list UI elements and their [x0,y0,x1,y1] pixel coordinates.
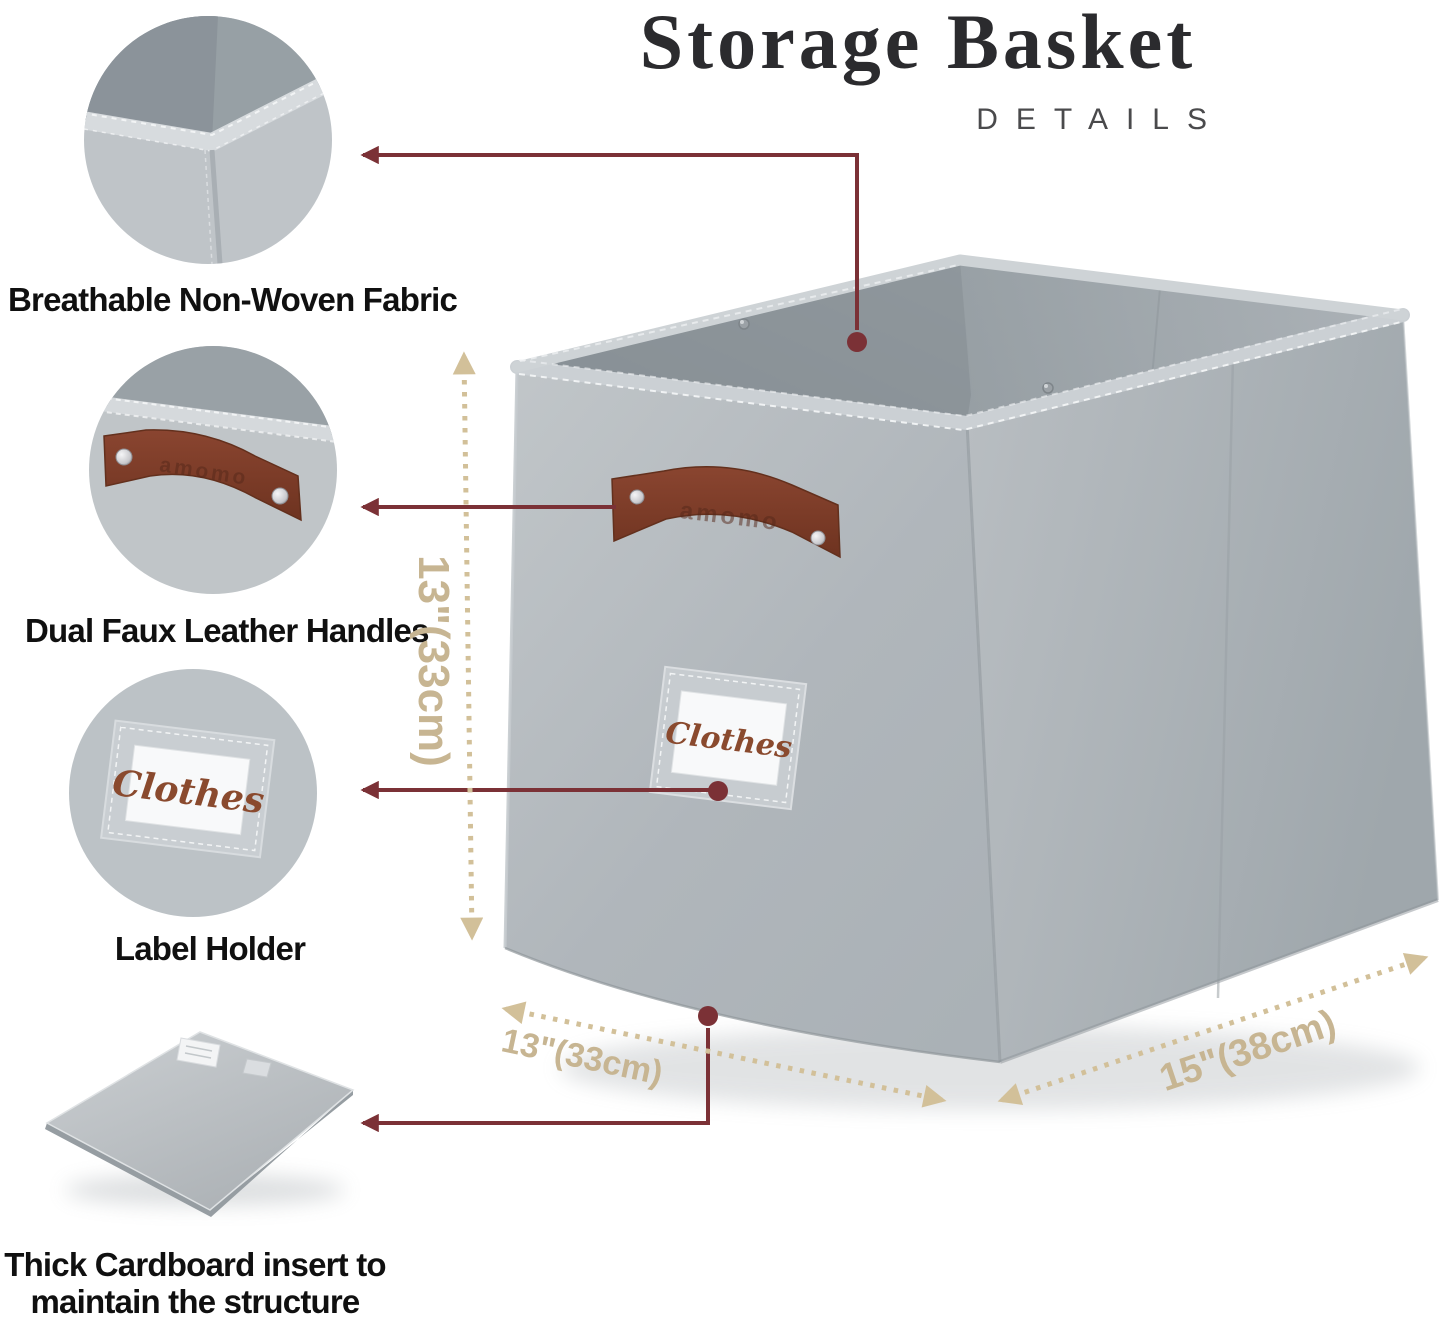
front-left-edge [503,366,519,949]
cardboard-sheet [45,1031,355,1211]
callout-label-label-holder: Label Holder [114,930,306,967]
front-right-edge-seam [965,422,1002,1063]
handle-rivet-left [629,489,645,505]
callout-label-fabric: Breathable Non-Woven Fabric [8,281,458,318]
callout-photo-fabric-corner [84,16,332,264]
callout-photo-handle: amomo [89,346,337,594]
basket-handle: amomo [611,466,841,559]
leader-dot-label [708,781,728,801]
front-rim-binding [510,308,1410,430]
back-right-edge [1402,314,1439,901]
left-rim-stitching [519,264,959,362]
rim-stitching-inner [518,308,1403,418]
cardboard-tag [176,1037,221,1068]
callout-photo-label-holder: Clothes [69,669,317,917]
callout-label-cardboard-line2: maintain the structure [30,1283,361,1320]
cardboard-fabric-tab [242,1058,272,1078]
storage-basket-photo: amomo Clothes [503,254,1439,1064]
callout-label-cardboard: Thick Cardboard insert to maintain the s… [0,1246,390,1320]
cardboard-insert-photo [45,1031,355,1217]
cardboard-tag-print [184,1045,213,1059]
right-face-fold-seam [1216,356,1235,999]
handle-rivet-right [810,530,826,546]
dimension-line-side-depth [997,952,1429,1106]
basket-right-face [967,315,1438,1062]
page-title: Storage Basket [639,0,1197,85]
dimension-label-height: 13"(33cm) [409,555,458,767]
inner-snap-button-2 [1042,382,1054,394]
dimension-lines [452,351,1429,1108]
basket-label-holder: Clothes [648,665,808,811]
leader-line-fabric [360,145,859,330]
leader-dot-fabric [847,332,867,352]
callout-label-cardboard-line1: Thick Cardboard insert to [4,1246,386,1283]
dimension-line-height [452,351,484,941]
dimension-line-front-width [501,1001,947,1108]
rim-stitching-outer [518,321,1402,432]
callout-label-handles: Dual Faux Leather Handles [25,612,429,649]
page-subtitle: DETAILS [976,103,1225,136]
leader-dot-cardboard [698,1006,718,1026]
inner-snap-button [738,318,750,330]
inner-rim-binding [511,254,1409,373]
